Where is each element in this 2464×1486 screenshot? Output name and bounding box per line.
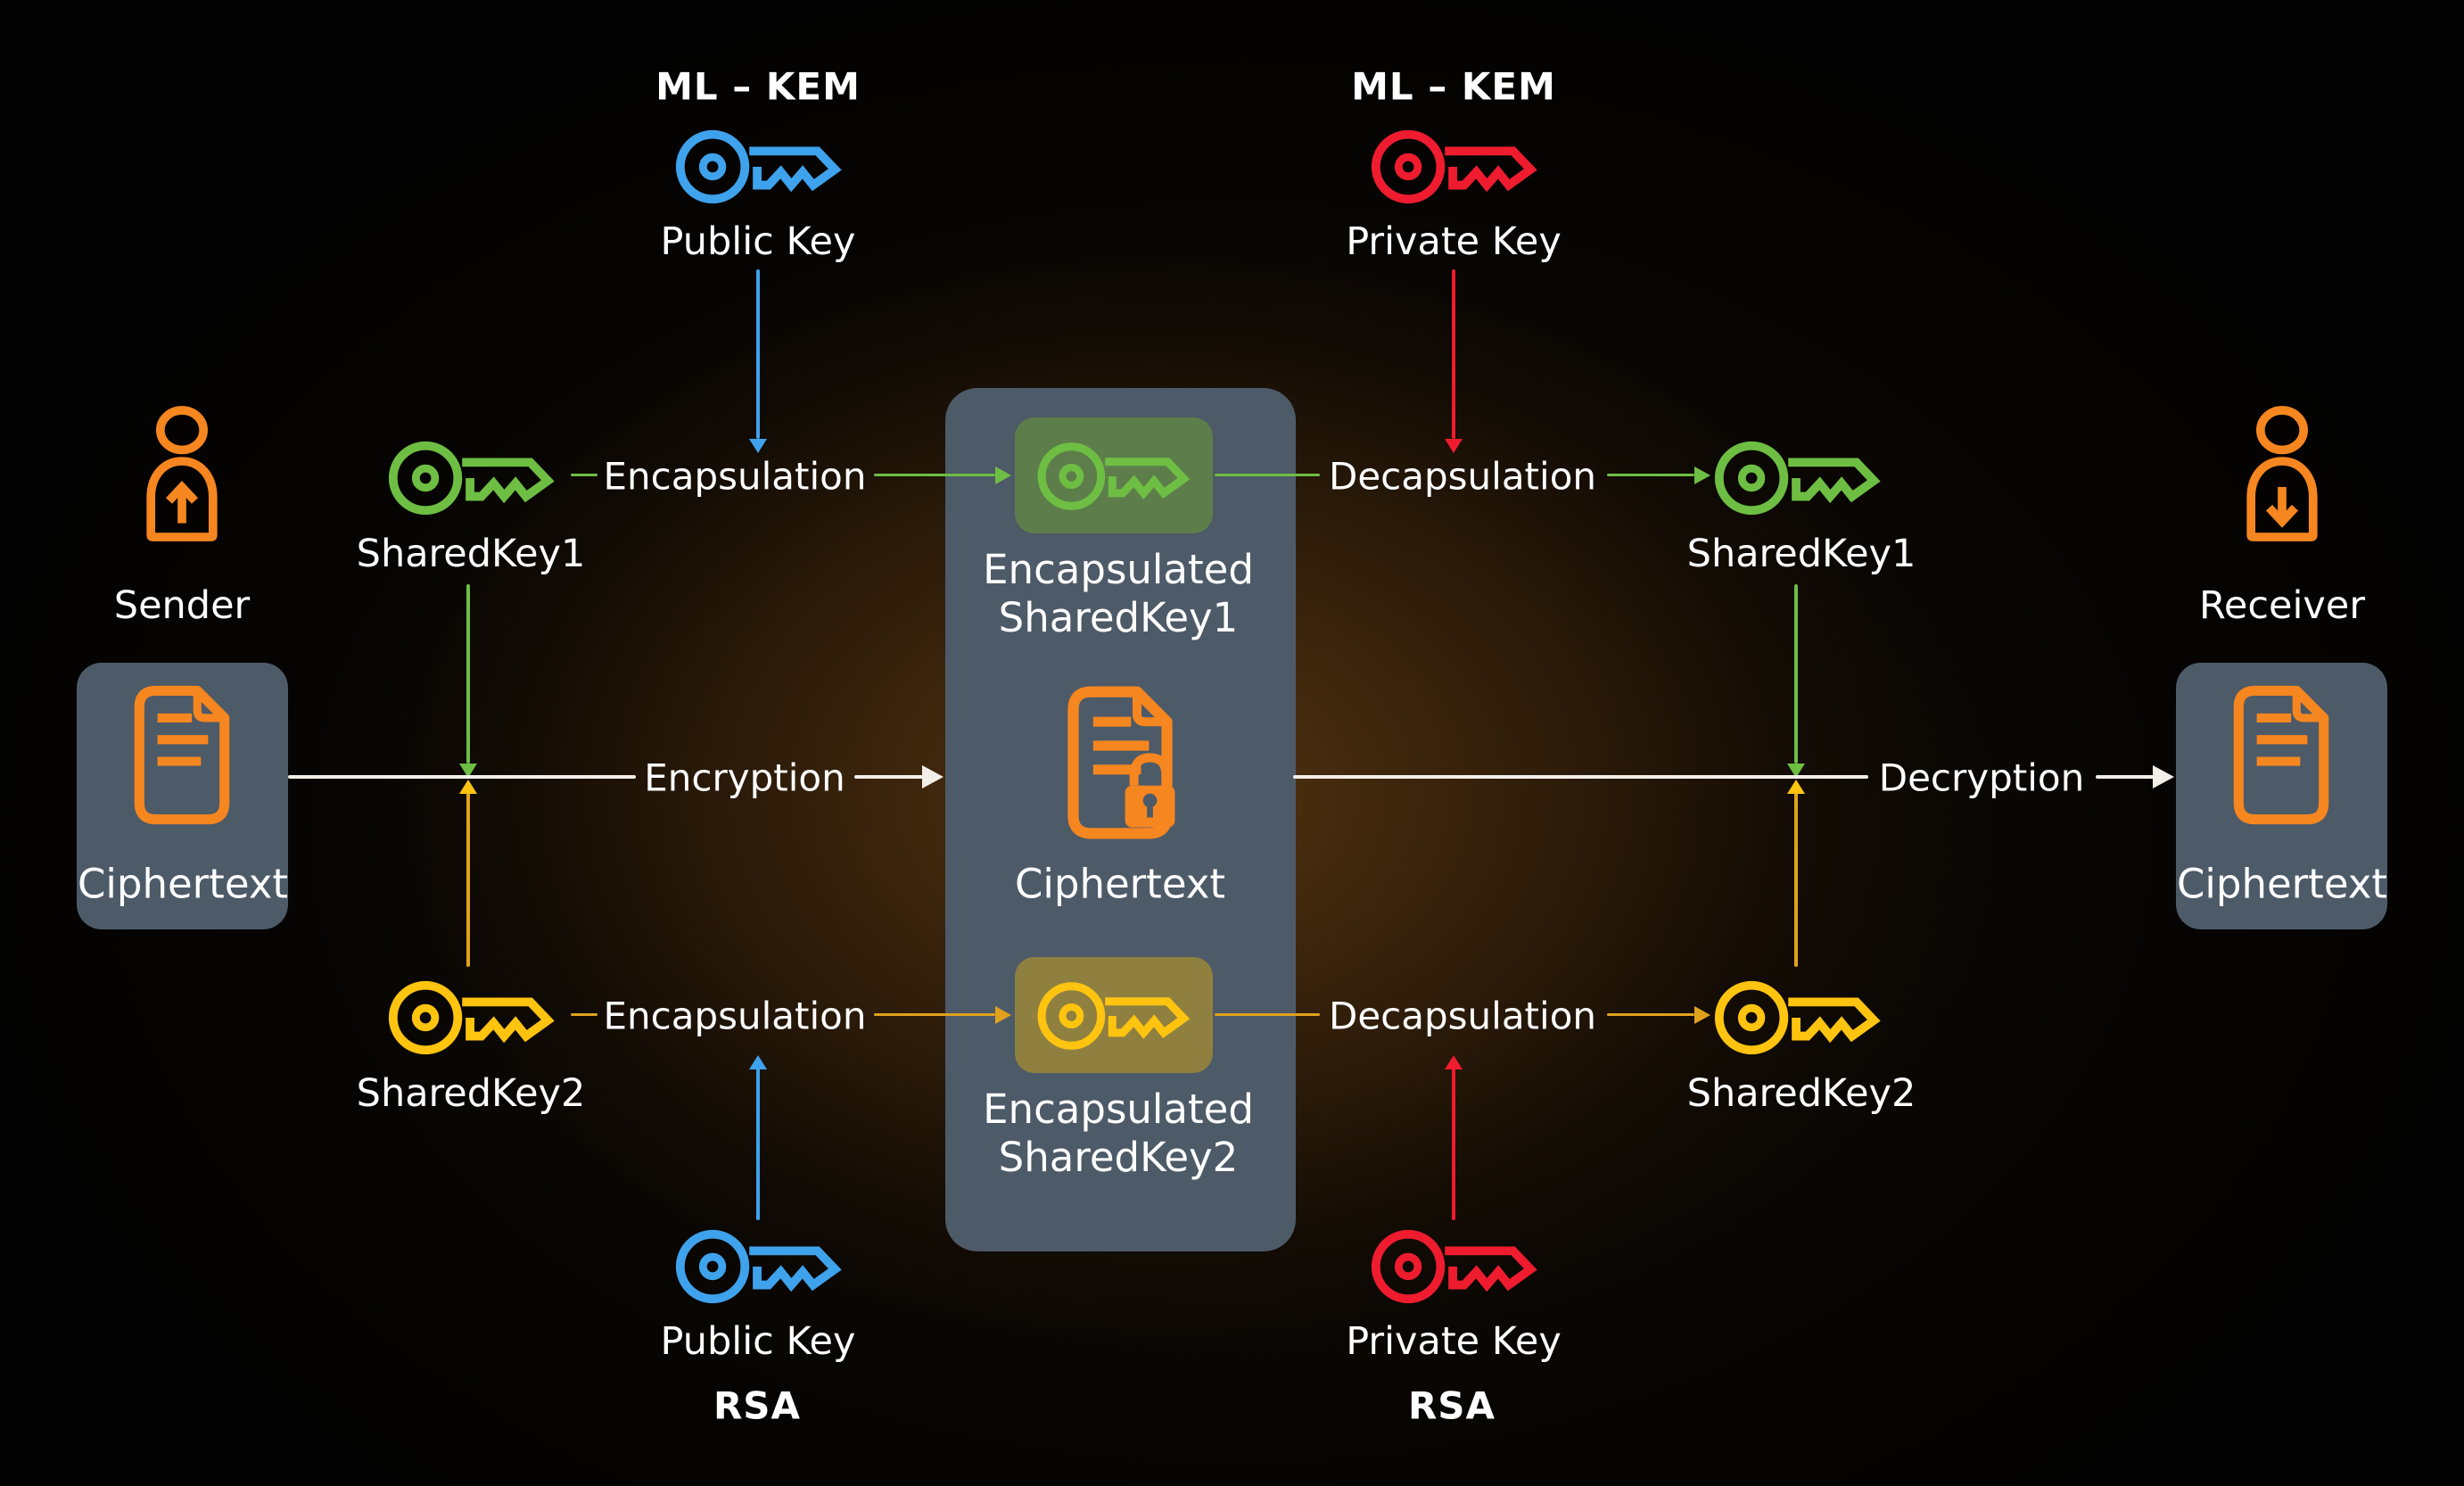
private-key-icon-rsa [1368, 1221, 1543, 1312]
encapsulated-key1-icon [1034, 434, 1195, 518]
mlkem-public-key-label: Public Key [660, 219, 856, 264]
sharedkey2-label-right: SharedKey2 [1686, 1071, 1916, 1116]
decapsulation-bottom-label: Decapsulation [1328, 994, 1597, 1038]
ciphertext-panel-left [77, 663, 288, 929]
document-lock-icon [1053, 678, 1187, 847]
mlkem-title-right: ML – KEM [1351, 64, 1556, 109]
arrowhead-right-white-right [2153, 765, 2174, 788]
connector-centerbox-to-decapsulation-top [1215, 474, 1320, 476]
mlkem-private-key-label: Private Key [1346, 219, 1562, 264]
sharedkey2-icon-right [1711, 972, 1886, 1063]
encapsulated-key2-icon [1034, 974, 1195, 1058]
connector-encapsulation-to-badge2 [874, 1013, 995, 1016]
connector-sharedkey1-to-encryption [466, 584, 470, 764]
arrowhead-up-yellow-right [1787, 780, 1805, 794]
mlkem-title-left: ML – KEM [655, 64, 861, 109]
arrowhead-right-gold-left [995, 1006, 1011, 1024]
arrowhead-down-blue-top [749, 439, 767, 453]
public-key-icon-rsa [672, 1221, 847, 1312]
arrowhead-up-red-bottom [1445, 1055, 1463, 1069]
connector-encryption-to-centerbox [854, 775, 924, 779]
rsa-title-left: RSA [713, 1383, 802, 1428]
ciphertext-panel-right [2176, 663, 2387, 929]
rsa-public-key-label: Public Key [660, 1319, 856, 1364]
connector-rsa-public-to-encapsulation [756, 1068, 760, 1220]
connector-centerbox-to-decryption [1293, 775, 1868, 779]
arrowhead-right-green-right [1694, 466, 1710, 484]
sharedkey1-icon-left [385, 433, 560, 524]
arrowhead-up-yellow-left [459, 780, 477, 794]
arrowhead-up-blue-bottom [749, 1055, 767, 1069]
encryption-label: Encryption [644, 755, 845, 800]
arrowhead-down-green-right [1787, 764, 1805, 778]
connector-sharedkey2-to-encapsulation [571, 1013, 597, 1016]
connector-sharedkey1-to-encapsulation [571, 474, 597, 476]
connector-centerbox-to-decapsulation-bottom [1215, 1013, 1320, 1016]
arrowhead-right-green-left [995, 466, 1011, 484]
connector-sharedkey1-to-decryption [1794, 584, 1798, 764]
connector-encapsulation-to-badge1 [874, 474, 995, 476]
arrowhead-right-gold-right [1694, 1006, 1710, 1024]
connector-sharedkey2-to-decryption [1794, 792, 1798, 967]
decapsulation-top-label: Decapsulation [1328, 454, 1597, 499]
public-key-icon-mlkem [672, 121, 847, 212]
connector-ciphertext-to-encryption [288, 775, 636, 779]
receiver-person-icon [2230, 406, 2334, 544]
sharedkey2-icon-left [385, 972, 560, 1063]
connector-decapsulation-to-sharedkey2 [1607, 1013, 1694, 1016]
arrowhead-down-red-top [1445, 439, 1463, 453]
connector-sharedkey2-to-encryption [466, 792, 470, 967]
connector-decryption-to-ciphertext [2096, 775, 2155, 779]
ciphertext-label-left: Ciphertext [77, 860, 289, 908]
arrowhead-down-green-left [459, 764, 477, 778]
encapsulation-bottom-label: Encapsulation [603, 994, 867, 1038]
encapsulation-top-label: Encapsulation [603, 454, 867, 499]
connector-rsa-private-to-decapsulation [1452, 1068, 1455, 1220]
document-icon-right [2221, 678, 2342, 832]
sharedkey1-icon-right [1711, 433, 1886, 524]
connector-public-to-encapsulation-top [756, 269, 760, 439]
rsa-private-key-label: Private Key [1346, 1319, 1562, 1364]
receiver-label: Receiver [2198, 583, 2366, 628]
connector-decapsulation-to-sharedkey1 [1607, 474, 1694, 476]
sharedkey1-label-right: SharedKey1 [1686, 532, 1916, 576]
ciphertext-label-center: Ciphertext [1014, 860, 1226, 908]
document-icon-left [121, 678, 243, 832]
sender-person-icon [130, 406, 234, 544]
connector-private-to-decapsulation-top [1452, 269, 1455, 439]
ciphertext-label-right: Ciphertext [2176, 860, 2388, 908]
sharedkey2-label-left: SharedKey2 [356, 1071, 586, 1116]
arrowhead-right-white-left [922, 765, 944, 788]
sharedkey1-label-left: SharedKey1 [356, 532, 586, 576]
decryption-label: Decryption [1878, 755, 2085, 800]
private-key-icon-mlkem [1368, 121, 1543, 212]
sender-label: Sender [113, 583, 251, 628]
rsa-title-right: RSA [1407, 1383, 1496, 1428]
